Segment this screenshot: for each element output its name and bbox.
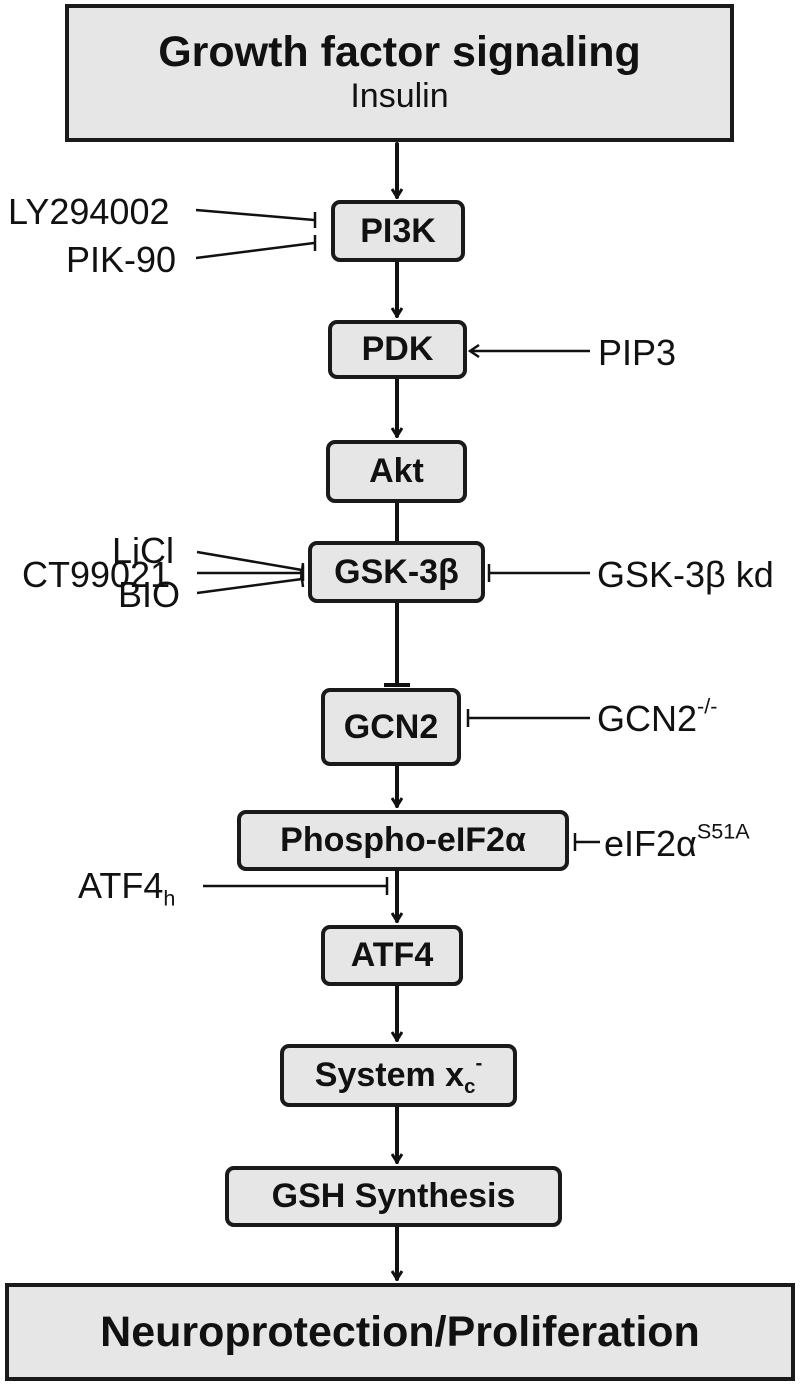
gcn2-label: GCN2 — [343, 707, 439, 746]
akt-node: Akt — [326, 440, 467, 503]
pi3k-node: PI3K — [331, 200, 465, 262]
atf4-node: ATF4 — [321, 925, 463, 986]
inhibit-licl — [196, 550, 303, 572]
gcn2-knockout-label: GCN2-/- — [597, 693, 718, 739]
system-xc-label: System xc- — [314, 1052, 483, 1099]
growth-factor-title: Growth factor signaling — [158, 27, 641, 76]
pip3-label: PIP3 — [598, 332, 677, 373]
insulin-label: Insulin — [350, 77, 449, 116]
bio-label: BIO — [118, 574, 181, 615]
inhibit-ly294002 — [195, 208, 315, 222]
eif2a-s51a-label: eIF2αS51A — [604, 818, 750, 864]
akt-label: Akt — [369, 452, 424, 490]
gcn2-node: GCN2 — [321, 688, 461, 766]
outcome-label: Neuroprotection/Proliferation — [100, 1307, 700, 1356]
ct99021-label: CT99021 — [22, 554, 171, 595]
inhibit-bio — [196, 577, 303, 595]
outcome-box: Neuroprotection/Proliferation — [5, 1283, 795, 1381]
system-xc-node: System xc- — [280, 1044, 517, 1107]
gsh-synthesis-label: GSH Synthesis — [271, 1177, 516, 1215]
pi3k-label: PI3K — [360, 211, 436, 250]
phospho-eif2a-label: Phospho-eIF2α — [280, 821, 526, 859]
phospho-eif2a-node: Phospho-eIF2α — [237, 810, 569, 871]
gsk3b-kd-label: GSK-3β kd — [597, 554, 774, 595]
atf4-label: ATF4 — [350, 936, 434, 974]
pdk-node: PDK — [328, 320, 467, 379]
pdk-label: PDK — [361, 330, 434, 368]
growth-factor-signaling-box: Growth factor signaling Insulin — [65, 4, 734, 142]
pik90-label: PIK-90 — [66, 239, 177, 280]
gsk3b-node: GSK-3β — [308, 541, 485, 603]
atf4h-label: ATF4h — [78, 865, 176, 911]
licl-label: LiCl — [112, 530, 175, 571]
gsh-synthesis-node: GSH Synthesis — [225, 1166, 562, 1227]
inhibit-pik90 — [195, 241, 315, 260]
gsk3b-label: GSK-3β — [334, 552, 459, 591]
ly294002-label: LY294002 — [8, 191, 170, 232]
